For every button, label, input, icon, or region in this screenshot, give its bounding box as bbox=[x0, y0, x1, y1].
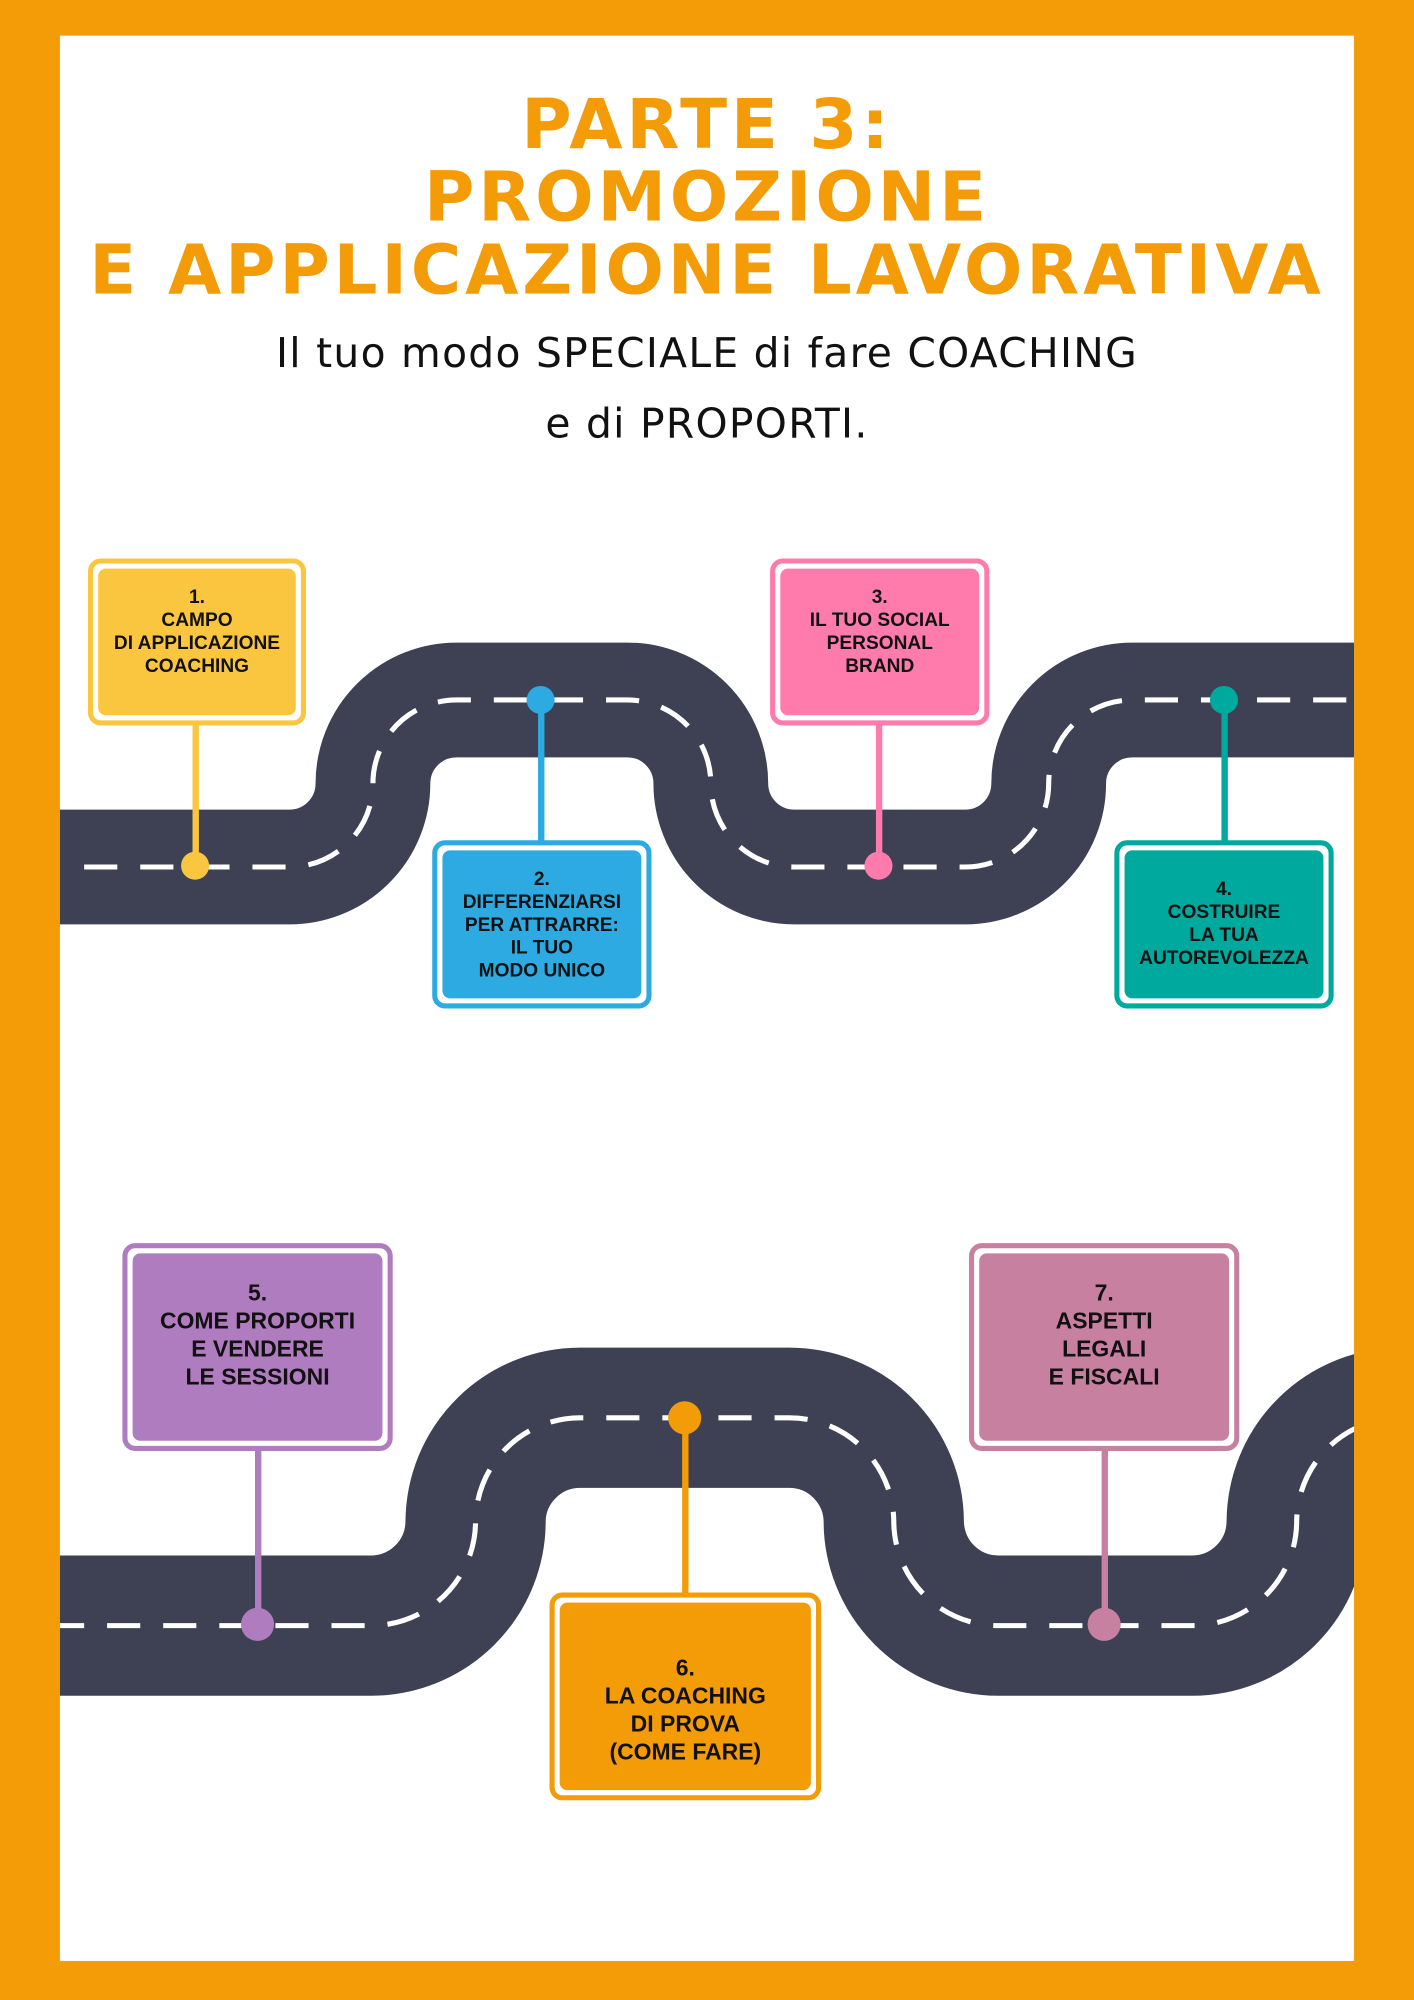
step-label-line: IL TUO bbox=[510, 937, 574, 959]
step-label-line: IL TUO SOCIAL bbox=[809, 609, 950, 632]
step-1-card: 1. CAMPO DI APPLICAZIONE COACHING bbox=[87, 558, 306, 726]
roads bbox=[59, 642, 1355, 1696]
step-label-line: DIFFERENZIARSI bbox=[462, 891, 622, 913]
step-3-card: 3. IL TUO SOCIAL PERSONAL BRAND bbox=[770, 558, 990, 726]
step-label-line: BRAND bbox=[845, 655, 915, 678]
subtitle-line-1: Il tuo modo SPECIALE di fare COACHING bbox=[275, 328, 1138, 378]
step-label-line: CAMPO bbox=[161, 609, 233, 632]
pin-line-5 bbox=[255, 1447, 262, 1626]
pin-line-2 bbox=[538, 699, 545, 843]
title-line-1: PARTE 3: bbox=[521, 84, 893, 165]
pin-line-3 bbox=[875, 721, 883, 866]
step-label-line: PER ATTRARRE: bbox=[464, 914, 619, 936]
step-number: 1. bbox=[188, 586, 205, 609]
step-7-card: 7. ASPETTI LEGALI E FISCALI bbox=[969, 1243, 1240, 1451]
step-label-line: LA TUA bbox=[1189, 924, 1259, 947]
pin-dot-5 bbox=[240, 1607, 275, 1641]
step-5-card: 5. COME PROPORTI E VENDERE LE SESSIONI bbox=[122, 1243, 393, 1451]
pin-dot-6 bbox=[668, 1401, 702, 1435]
step-number: 7. bbox=[1094, 1280, 1114, 1306]
step-label-line: LA COACHING bbox=[604, 1683, 766, 1709]
pin-line-7 bbox=[1101, 1447, 1108, 1626]
step-label-line: AUTOREVOLEZZA bbox=[1139, 947, 1309, 969]
step-number: 3. bbox=[871, 586, 888, 609]
pin-dot-7 bbox=[1087, 1607, 1121, 1641]
step-label-line: LE SESSIONI bbox=[185, 1364, 330, 1390]
step-label-line: ASPETTI bbox=[1055, 1308, 1153, 1334]
pin-dot-1 bbox=[181, 851, 210, 880]
step-label-line: PERSONAL bbox=[826, 632, 933, 655]
step-label-line: DI PROVA bbox=[630, 1711, 740, 1737]
step-2-card: 2. DIFFERENZIARSI PER ATTRARRE: IL TUO M… bbox=[432, 840, 652, 1009]
step-6-card: 6. LA COACHING DI PROVA (COME FARE) bbox=[549, 1592, 822, 1801]
pin-dot-4 bbox=[1209, 685, 1239, 714]
step-label-line: MODO UNICO bbox=[478, 960, 606, 982]
subtitle-line-2: e di PROPORTI. bbox=[545, 399, 869, 448]
step-label-line: COACHING bbox=[144, 655, 250, 678]
title-line-2: PROMOZIONE bbox=[423, 156, 990, 238]
title-line-3: E APPLICAZIONE LAVORATIVA bbox=[89, 229, 1325, 310]
step-label-line: E VENDERE bbox=[191, 1336, 324, 1362]
road-2 bbox=[59, 1347, 1355, 1696]
step-number: 4. bbox=[1216, 878, 1232, 901]
step-label-line: LEGALI bbox=[1062, 1336, 1147, 1362]
step-label-line: COME PROPORTI bbox=[159, 1308, 356, 1334]
pin-dot-3 bbox=[864, 851, 893, 880]
step-label-line: DI APPLICAZIONE bbox=[113, 632, 281, 655]
step-number: 6. bbox=[675, 1654, 695, 1681]
pin-line-1 bbox=[192, 721, 199, 866]
step-label-line: E FISCALI bbox=[1048, 1364, 1160, 1390]
step-number: 2. bbox=[533, 868, 550, 890]
step-label-line: COSTRUIRE bbox=[1167, 901, 1281, 924]
road-1 bbox=[59, 642, 1355, 925]
pin-dot-2 bbox=[526, 685, 555, 714]
pin-line-6 bbox=[682, 1417, 689, 1596]
step-label-line: (COME FARE) bbox=[609, 1739, 762, 1765]
step-4-card: 4. COSTRUIRE LA TUA AUTOREVOLEZZA bbox=[1114, 840, 1334, 1009]
pin-line-4 bbox=[1221, 699, 1228, 843]
step-number: 5. bbox=[247, 1280, 268, 1306]
